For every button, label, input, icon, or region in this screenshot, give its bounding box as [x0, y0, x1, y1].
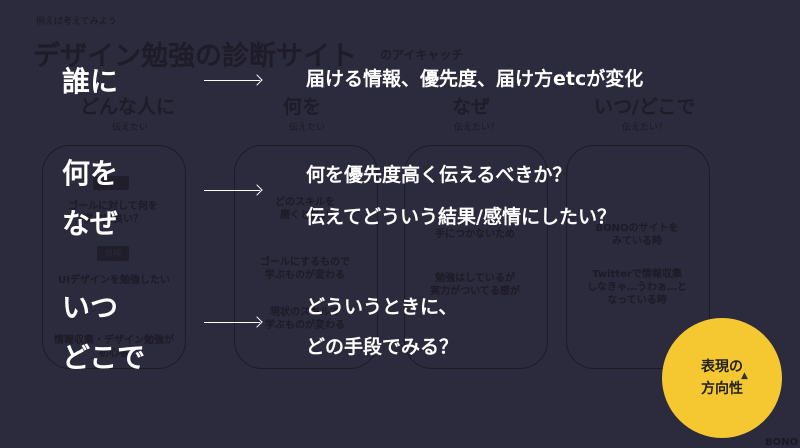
- arrow-icon: [204, 322, 260, 323]
- text-where: どの手段でみる？: [306, 336, 459, 358]
- card-why: 手につかないため 勉強はしているが 実力がついてる感が: [404, 145, 548, 369]
- column-heading-3: なぜ: [452, 96, 491, 118]
- card-when: BONOのサイトを みている時 Twitterで情報収集 しなきゃ…うわぁ…と …: [566, 145, 710, 369]
- arrow-icon: [204, 190, 260, 191]
- card-why-text2: 勉強はしているが 実力がついてる感が: [430, 273, 520, 297]
- text-why: 伝えてどういう結果/感情にしたい？: [306, 206, 616, 228]
- badge-line1: 表現の: [701, 359, 743, 375]
- card-what: どのスキルを 磨くと良い ゴールにするもので 学ぶものが変わる 現状のスキルで …: [234, 145, 378, 369]
- card-what-text3: 現状のスキルで 学ぶものが変わる: [265, 307, 345, 331]
- slide-title: デザイン勉強の診断サイト: [33, 41, 357, 72]
- column-sub-3: 伝えたい？: [454, 123, 500, 133]
- column-sub-2: 伝えたい: [289, 123, 326, 133]
- cursor-icon: ▲: [741, 371, 748, 381]
- card-who: ゴールに対して何を 学べば良い？ 目標 UIデザインを勉強したい 情報収集・デザ…: [42, 145, 186, 369]
- column-heading-1: どんな人に: [80, 96, 176, 118]
- card-who-tag: 目標: [97, 246, 129, 261]
- label-why: なぜ: [62, 207, 119, 240]
- label-who: 誰に: [62, 65, 119, 98]
- card-what-text1: どのスキルを 磨くと良い: [275, 197, 335, 221]
- card-why-text1: 手につかないため: [435, 229, 515, 240]
- label-where: どこで: [62, 341, 146, 374]
- column-heading-4: いつ/どこで: [594, 96, 696, 118]
- expression-direction-badge: 表現の 方向性: [662, 318, 782, 438]
- text-who: 届ける情報、優先度、届け方etcが変化: [306, 68, 644, 90]
- card-who-text1: ゴールに対して何を 学べば良い？: [68, 201, 158, 225]
- badge-line2: 方向性: [701, 381, 743, 397]
- brand-logo: BONO: [765, 437, 798, 448]
- arrow-icon: [204, 80, 260, 81]
- card-who-text2: UIデザインを勉強したい: [58, 275, 170, 286]
- card-what-text2: ゴールにするもので 学ぶものが変わる: [259, 257, 351, 281]
- card-tag-blank: [93, 176, 129, 190]
- card-who-text3: 情報収集・デザイン勉強が 初心者: [54, 335, 174, 359]
- card-when-text2: Twitterで情報収集 しなきゃ…うわぁ…と なっている時: [587, 269, 687, 306]
- text-when: どういうときに、: [306, 296, 458, 318]
- label-what: 何を: [62, 157, 119, 190]
- card-when-text1: BONOのサイトを みている時: [595, 223, 679, 247]
- column-heading-2: 何を: [283, 96, 322, 118]
- kicker: 例えば考えてみよう: [36, 17, 117, 27]
- text-what: 何を優先度高く伝えるべきか？: [306, 164, 572, 186]
- column-sub-1: 伝えたい: [112, 123, 149, 133]
- label-when: いつ: [62, 291, 119, 324]
- slide-subtitle: のアイキャッチ: [380, 48, 464, 62]
- column-sub-4: 伝えたい？: [622, 123, 668, 133]
